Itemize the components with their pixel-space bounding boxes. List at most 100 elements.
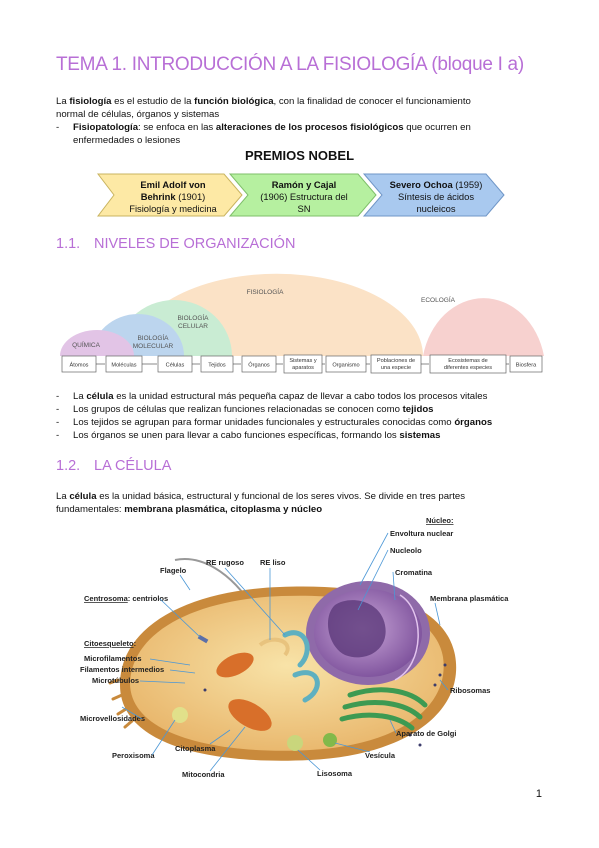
- text: normal de células, órganos y sistemas: [56, 109, 220, 120]
- cell-label-centrosoma: Centrosoma: [84, 594, 129, 603]
- text: es la unidad básica, estructural y funci…: [96, 491, 466, 502]
- cell-label: Lisosoma: [317, 769, 353, 778]
- nobel-year: (1906) Estructura del: [260, 191, 348, 202]
- text: es la unidad estructural más pequeña cap…: [113, 391, 488, 402]
- arc-label: FISIOLOGÍA: [247, 287, 285, 296]
- cell-label: Membrana plasmática: [430, 594, 509, 603]
- intro-paragraph: La fisiología es el estudio de la funció…: [56, 95, 556, 121]
- peroxisome: [172, 707, 188, 723]
- section-heading-celula: 1.2. LA CÉLULA: [56, 458, 171, 474]
- arc-label: ECOLOGÍA: [421, 295, 456, 304]
- golgi-apparatus: [339, 687, 428, 731]
- nobel-item-behrink: Emil Adolf von Behrink (1901) Fisiología…: [118, 179, 228, 215]
- cell-label: Núcleo:: [426, 516, 454, 525]
- term: membrana plasmática, citoplasma y núcleo: [124, 504, 323, 515]
- cell-label: Aparato de Golgi: [396, 729, 456, 738]
- arc-ecologia: [423, 298, 544, 356]
- er-rough: [282, 630, 320, 703]
- cell-label: Ribosomas: [450, 686, 490, 695]
- level-label: Tejidos: [208, 363, 226, 369]
- nobel-desc: Fisiología y medicina: [129, 203, 217, 214]
- page-number: 1: [535, 788, 542, 800]
- term: sistemas: [399, 430, 441, 441]
- bullet-fisiopatologia: - Fisiopatología: se enfoca en las alter…: [56, 121, 556, 147]
- level-label: aparatos: [292, 365, 314, 371]
- text: : se enfoca en las: [138, 122, 216, 133]
- bullet-dash: -: [56, 417, 60, 428]
- cell-label: Citoesqueleto:: [84, 639, 136, 648]
- term-fisiopatologia: Fisiopatología: [73, 122, 139, 133]
- nobel-name: Emil Adolf von: [140, 179, 206, 190]
- text: Los órganos se unen para llevar a cabo f…: [73, 430, 400, 441]
- cell-label-centriolos: : centriolos: [128, 594, 168, 603]
- cell-paragraph: La célula es la unidad básica, estructur…: [56, 490, 556, 516]
- text: Los tejidos se agrupan para formar unida…: [73, 417, 455, 428]
- mitochondrion: [228, 699, 272, 731]
- section-number: 1.1.: [56, 236, 81, 252]
- bullet-sistemas: - Los órganos se unen para llevar a cabo…: [56, 429, 556, 442]
- level-label: Ecosistemas de: [448, 358, 487, 364]
- term: órganos: [454, 417, 493, 428]
- cell-label: RE liso: [260, 558, 286, 567]
- level-label: Órganos: [248, 362, 270, 369]
- nobel-desc: SN: [297, 203, 311, 214]
- nobel-chevrons: [96, 173, 505, 217]
- section-title: NIVELES DE ORGANIZACIÓN: [94, 236, 296, 252]
- text: La: [56, 96, 70, 107]
- bullet-celula: - La célula es la unidad estructural más…: [56, 390, 556, 403]
- centrioles: [197, 634, 209, 644]
- bullet-organos: - Los tejidos se agrupan para formar uni…: [56, 416, 556, 429]
- arc-label: BIOLOGÍA: [177, 313, 209, 322]
- nobel-item-cajal: Ramón y Cajal (1906) Estructura del SN: [248, 179, 360, 215]
- arc-label: BIOLOGÍA: [137, 333, 169, 342]
- text: La: [73, 391, 87, 402]
- cell-label: Microtúbulos: [92, 676, 139, 685]
- text: La: [56, 491, 70, 502]
- cell-label: RE rugoso: [206, 558, 244, 567]
- term-fisiologia: fisiología: [69, 96, 112, 107]
- nucleolus: [327, 600, 386, 658]
- cell-label: Vesícula: [365, 751, 396, 760]
- section-title: LA CÉLULA: [94, 458, 172, 474]
- text: enfermedades o lesiones: [73, 135, 181, 146]
- microvilli: [108, 678, 134, 729]
- nobel-desc: Síntesis de ácidos: [397, 191, 475, 202]
- term-funcion-biologica: función biológica: [194, 96, 274, 107]
- text: fundamentales:: [56, 504, 125, 515]
- bullet-dash: -: [56, 391, 60, 402]
- cell-label: Centrosoma: centriolos: [84, 594, 168, 603]
- nobel-year: (1901): [175, 191, 206, 202]
- cell-label: Peroxisoma: [112, 751, 155, 760]
- nobel-desc: nucleicos: [416, 203, 456, 214]
- lysosome: [287, 735, 303, 751]
- bullet-tejidos: - Los grupos de células que realizan fun…: [56, 403, 556, 416]
- arc-label: CELULAR: [178, 323, 208, 330]
- cell-label: Citoplasma: [175, 744, 216, 753]
- level-label: Átomos: [70, 362, 89, 369]
- nobel-year: (1959): [452, 179, 483, 190]
- term: célula: [69, 491, 97, 502]
- cell-label: Filamentos intermedios: [80, 665, 164, 674]
- cell-illustration: Núcleo: Envoltura nuclear Nucleolo Croma…: [80, 516, 509, 779]
- chevron-ochoa: [362, 173, 505, 217]
- text: es el estudio de la: [111, 96, 195, 107]
- chevron-cajal: [228, 173, 377, 217]
- level-label: una especie: [381, 365, 411, 371]
- level-label: Biosfera: [516, 363, 537, 369]
- cell-label: Nucleolo: [390, 546, 422, 555]
- nobel-item-ochoa: Severo Ochoa (1959) Síntesis de ácidos n…: [380, 179, 492, 215]
- vesicle: [323, 733, 337, 747]
- arc-label: MOLECULAR: [133, 343, 174, 350]
- cell-label: Mitocondria: [182, 770, 225, 779]
- level-label: Moléculas: [111, 363, 136, 369]
- term: célula: [86, 391, 114, 402]
- cell-label: Envoltura nuclear: [390, 529, 453, 538]
- chevron-behrink: [96, 173, 243, 217]
- level-box: [509, 355, 543, 373]
- cell-label-colon: :: [134, 639, 137, 648]
- section-number: 1.2.: [56, 458, 81, 474]
- arc-quimica: [60, 330, 134, 356]
- nobel-heading: PREMIOS NOBEL: [244, 148, 355, 163]
- er-smooth: [258, 637, 290, 657]
- bullet-dash: -: [56, 430, 60, 441]
